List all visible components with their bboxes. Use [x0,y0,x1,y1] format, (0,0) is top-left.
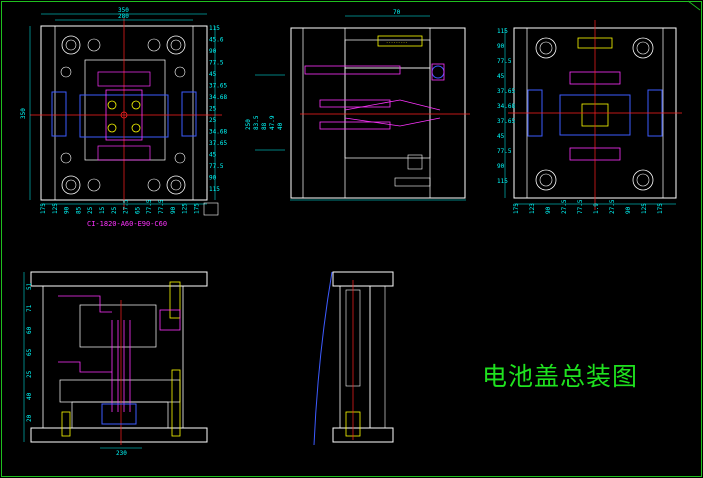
top-view-right-dim: 25 [209,106,217,113]
side-view-right-dim: 37.65 [497,88,515,95]
top-view-right-dim: 37.65 [209,140,227,147]
top-view-right-dim: 34.68 [209,94,227,101]
front-view-left-dim: 83.5 [253,115,260,130]
side-view-right-dim: 77.5 [497,58,512,65]
front-view-left-dim: 40 [277,122,284,130]
section-view-left-dim: 60 [26,326,33,334]
top-view-right-dim: 90 [209,48,217,55]
side-view-right-dim: 37.65 [497,118,515,125]
section-view-left-dim: 51 [26,282,33,290]
top-view-right-dim: 45.6 [209,37,224,44]
section-view-left-dim: 20 [26,414,33,422]
svg-text:---------: --------- [386,40,408,45]
section-view-left-dim: 71 [26,304,33,312]
side-view-bottom-dim: 125 [641,203,648,214]
top-view-bottom-dim: 65 [134,206,141,214]
side-view-bottom-dim: 123 [529,203,536,214]
top-view-right-dim: 77.5 [209,60,224,67]
side-view-right: 115 90 77.5 45 37.65 34.68 37.65 45 77.5 90 115 17… [497,20,682,214]
top-view-right-dim: 77.5 [209,163,224,170]
top-view-bottom-dim: 25 [87,206,94,214]
top-view-bottom-dim: 175 [40,203,47,214]
side-view-right-dims: 115 90 77.5 45 37.65 34.68 37.65 45 77.5 90 115 [497,28,515,185]
section-view-left-dim: 40 [26,392,33,400]
side-view-bottom-dim: 27.5 [609,199,616,214]
partial-section-view [313,271,394,446]
top-view-bottom-dim: 25 [111,206,118,214]
section-view-left-dim: 25 [26,370,33,378]
section-view: 51 71 60 65 25 40 20 230 [23,271,208,457]
top-view-width-label: 350 [118,7,129,14]
drawing-title: 电池盖总装图 [482,362,639,391]
side-view-bottom-dims: 175 123 90 27.5 77.5 1.9 27.5 90 125 175 [513,199,664,214]
top-view-right-dim: 45 [209,152,217,159]
top-view-bottom-dim: 85 [75,206,82,214]
side-view-right-dim: 115 [497,178,508,185]
top-view-right-dim: 34.68 [209,129,227,136]
top-view: 350 280 350 115 45.6 90 77.5 45 37.65 34.68 25 2… [20,7,227,216]
top-view-height-label: 350 [20,108,27,119]
top-view-right-dim: 115 [209,25,220,32]
side-view-bottom-dim: 77.5 [577,199,584,214]
top-view-bottom-dim: 90 [170,206,177,214]
top-view-bottom-dim: 27.5 [123,199,130,214]
top-view-bottom-dim: 77.5 [158,199,165,214]
side-view-bottom-dim: 175 [513,203,520,214]
side-view-right-dim: 34.68 [497,103,515,110]
side-view-bottom-dim: 90 [545,206,552,214]
side-view-bottom-dim: 90 [625,206,632,214]
front-view-left-dim: 250 [245,119,252,130]
section-view-left-dim: 65 [26,348,33,356]
top-view-bottom-dim: 125 [52,203,59,214]
side-view-bottom-dim: 27.5 [561,199,568,214]
top-view-right-dim: 90 [209,175,217,182]
top-view-bottom-dim: 175 [193,203,200,214]
top-view-right-dim: 25 [209,117,217,124]
front-view-left-dim: 88 [261,122,268,130]
top-view-right-dim: 115 [209,186,220,193]
side-view-right-dim: 45 [497,73,505,80]
side-view-right-dim: 115 [497,28,508,35]
section-view-left-dims: 51 71 60 65 25 40 20 [26,282,33,422]
side-view-right-dim: 90 [497,163,505,170]
section-bottom-dim: 230 [116,450,127,457]
top-view-right-dim: 45 [209,71,217,78]
part-number: CI-1820-A60-E90-C60 [87,220,168,228]
side-view-right-dim: 45 [497,133,505,140]
front-view-left-dim: 47.9 [269,115,276,130]
top-view-bottom-dim: 90 [64,206,71,214]
top-view-bottom-dim: 15 [99,206,106,214]
top-view-right-dims: 115 45.6 90 77.5 45 37.65 34.68 25 25 34.68 37.65 4… [209,25,227,193]
side-view-bottom-dim: 175 [657,203,664,214]
top-view-inner-width-label: 280 [118,13,129,20]
top-view-bottom-dims: 175 125 90 85 25 15 25 27.5 65 77.5 77.5 90 125 175 [40,199,200,214]
top-view-bottom-dim: 77.5 [146,199,153,214]
top-view-right-dim: 37.65 [209,83,227,90]
front-view-top-dim: 70 [393,9,401,16]
top-view-bottom-dim: 125 [182,203,189,214]
side-view-right-dim: 90 [497,43,505,50]
corner-mark [687,0,701,11]
side-view-right-dim: 77.5 [497,148,512,155]
side-view-bottom-dim: 1.9 [593,203,600,214]
